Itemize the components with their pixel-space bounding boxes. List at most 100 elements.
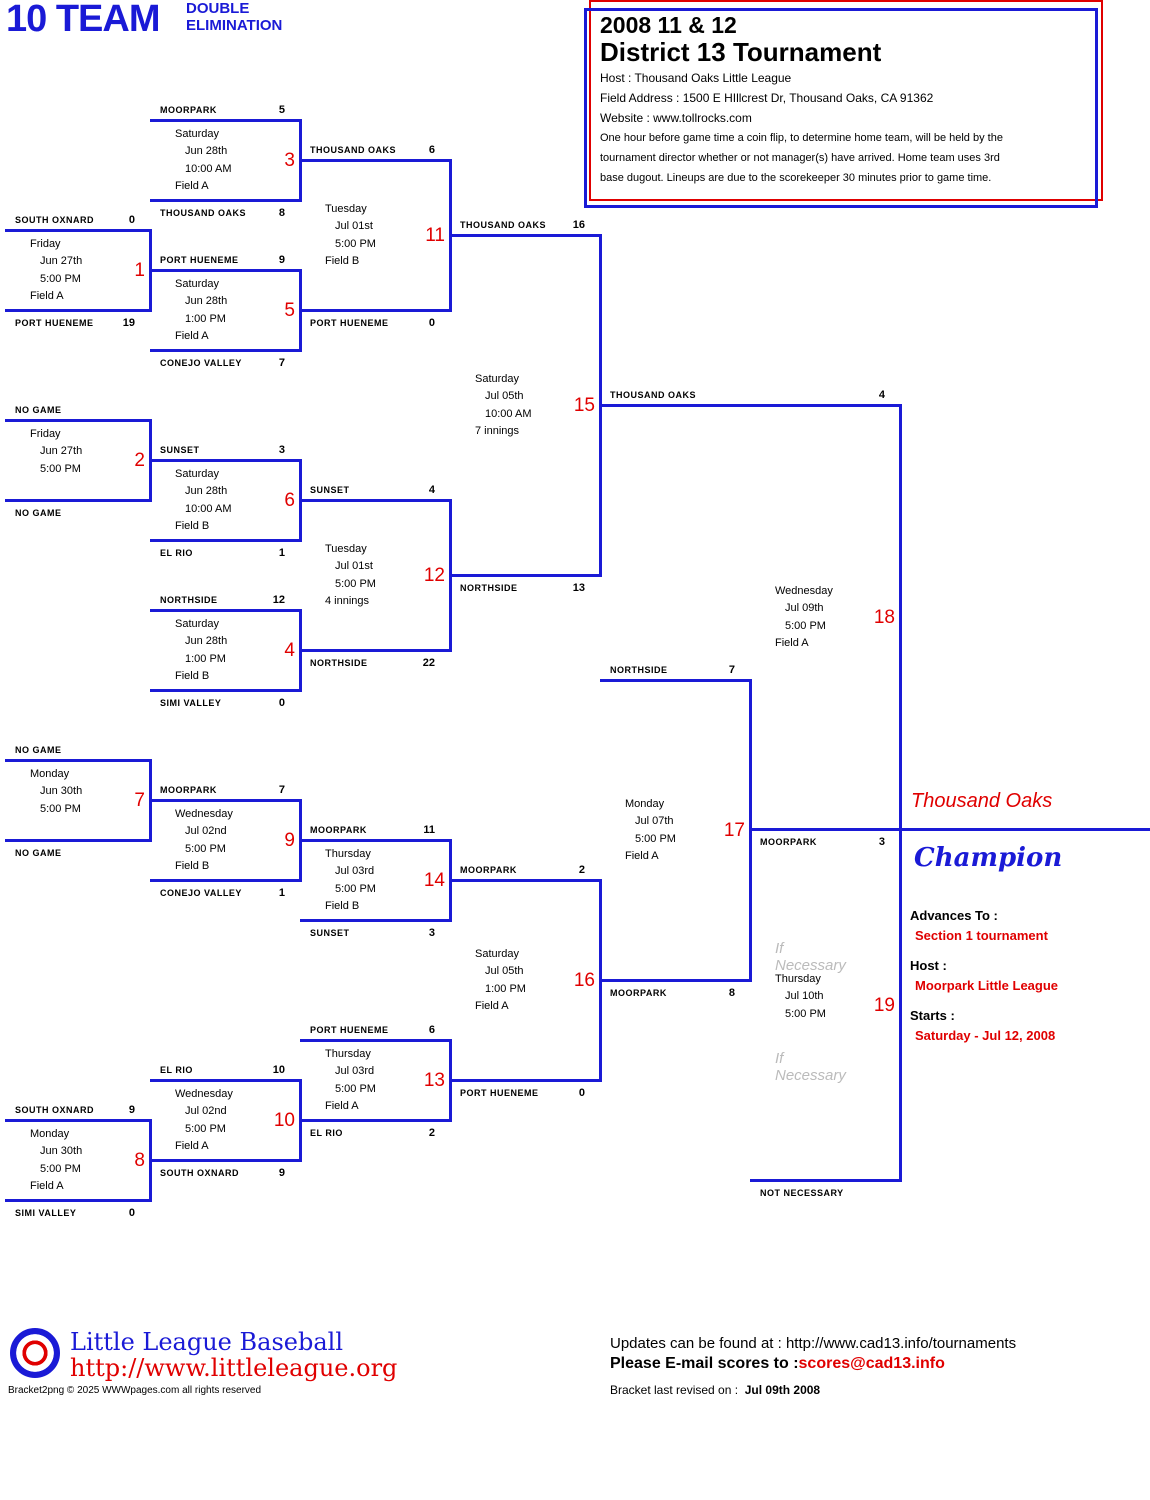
game-13-number: 13	[423, 1070, 445, 1091]
game-19-schedule-line: Jul 10th	[785, 990, 824, 1003]
next-host-value: Moorpark Little League	[915, 978, 1059, 993]
game-13-top-team: PORT HUENEME	[310, 1025, 389, 1035]
game-10-bottom-line	[150, 1159, 302, 1162]
game-10-schedule-line: Wednesday	[175, 1088, 233, 1100]
game-2-schedule-line: Jun 27th	[40, 445, 83, 458]
game-17-number: 17	[723, 820, 745, 841]
email-prefix: Please E-mail scores to :	[610, 1355, 799, 1372]
game-9-schedule-line: Jul 02nd	[185, 825, 227, 838]
game-18-number: 18	[873, 607, 895, 628]
game-8-connector	[149, 1119, 152, 1201]
game-5-top-team: PORT HUENEME	[160, 255, 239, 265]
game-12-schedule-line: Tuesday	[325, 543, 367, 555]
game-12-bottom-line	[300, 649, 452, 652]
game-15-schedule-line: Saturday	[475, 373, 520, 385]
game-1-top-line	[5, 229, 152, 232]
game-11-schedule-line: Tuesday	[325, 203, 367, 215]
game-5-bottom-team: CONEJO VALLEY	[160, 358, 242, 368]
game-6-top-team: SUNSET	[160, 445, 200, 455]
game-15-top-team: THOUSAND OAKS	[460, 220, 547, 230]
game-11-schedule-line: Jul 01st	[335, 220, 373, 233]
game-18-bottom-team: MOORPARK	[760, 837, 817, 847]
game-17-bottom-score: 8	[728, 987, 735, 999]
game-2-bottom-line	[5, 499, 152, 502]
game-16-top-line	[450, 879, 602, 882]
updates-line: Updates can be found at : http://www.cad…	[610, 1335, 1017, 1352]
game-2-schedule-line: Friday	[30, 428, 61, 440]
game-12-top-score: 4	[428, 484, 435, 496]
game-19-bottom-line	[750, 1179, 902, 1182]
game-1-schedule-line: Field A	[30, 289, 64, 302]
revised-date: Jul 09th 2008	[744, 1383, 821, 1397]
game-8-number: 8	[134, 1150, 145, 1171]
game-9-bottom-score: 1	[278, 887, 285, 899]
game-6-top-score: 3	[278, 444, 285, 456]
game-13-schedule-line: 5:00 PM	[335, 1082, 376, 1095]
game-5-schedule-line: Field A	[175, 329, 209, 342]
game-3-schedule-line: Field A	[175, 179, 209, 192]
game-5-top-line	[150, 269, 302, 272]
game-12-schedule-line: 4 innings	[325, 594, 370, 607]
game-11-top-line	[300, 159, 452, 162]
game-6-bottom-line	[150, 539, 302, 542]
org-url-link[interactable]: http://www.littleleague.org	[70, 1354, 398, 1382]
org-name: Little League Baseball	[70, 1328, 343, 1356]
game-17-top-line	[600, 679, 752, 682]
game-19-schedule-line: Thursday	[775, 973, 821, 985]
game-8-bottom-team: SIMI VALLEY	[15, 1208, 77, 1218]
bracket-type-label: DOUBLE ELIMINATION	[186, 0, 282, 34]
game-19-number: 19	[873, 995, 895, 1016]
game-14-schedule-line: Field B	[325, 899, 360, 912]
game-18-bottom-line	[750, 828, 902, 831]
game-9-bottom-team: CONEJO VALLEY	[160, 888, 242, 898]
game-8-bottom-line	[5, 1199, 152, 1202]
game-9-top-score: 7	[278, 784, 285, 796]
game-5-top-score: 9	[278, 254, 285, 266]
game-17-bottom-line	[600, 979, 752, 982]
game-7-schedule-line: Jun 30th	[40, 785, 83, 798]
bracket-type-line1: DOUBLE	[186, 0, 250, 17]
game-3-top-score: 5	[278, 104, 285, 116]
game-19-bottom-team: NOT NECESSARY	[760, 1188, 844, 1198]
game-13-schedule-line: Field A	[325, 1099, 359, 1112]
game-16-bottom-team: PORT HUENEME	[460, 1088, 539, 1098]
game-4-schedule-line: Field B	[175, 669, 210, 682]
game-3-schedule-line: Saturday	[175, 128, 220, 140]
game-15-bottom-score: 13	[572, 582, 585, 594]
game-15-bottom-team: NORTHSIDE	[460, 583, 518, 593]
game-19-connector	[899, 828, 902, 1181]
game-16-schedule-line: 1:00 PM	[485, 982, 526, 995]
game-3-bottom-team: THOUSAND OAKS	[160, 208, 247, 218]
game-1-bottom-score: 19	[122, 317, 135, 329]
game-5-schedule-line: Jun 28th	[185, 295, 228, 308]
game-13-bottom-team: EL RIO	[310, 1128, 343, 1138]
year-division: 2008 11 & 12	[600, 12, 737, 38]
game-16-number: 16	[573, 970, 595, 991]
copyright: Bracket2png © 2025 WWWpages.com all righ…	[8, 1385, 262, 1396]
little-league-logo-icon	[10, 1328, 60, 1378]
game-9-top-line	[150, 799, 302, 802]
game-3-top-team: MOORPARK	[160, 105, 217, 115]
game-19-schedule-line: 5:00 PM	[785, 1007, 826, 1020]
game-3-schedule-line: 10:00 AM	[185, 162, 232, 175]
game-12-top-line	[300, 499, 452, 502]
game-10-schedule-line: 5:00 PM	[185, 1122, 226, 1135]
game-1-schedule-line: Friday	[30, 238, 61, 250]
email-line: Please E-mail scores to :scores@cad13.in…	[610, 1355, 945, 1373]
game-10-top-score: 10	[272, 1064, 285, 1076]
website-line: Website : www.tollrocks.com	[600, 111, 752, 125]
game-13-schedule-line: Jul 03rd	[335, 1065, 375, 1078]
email-link[interactable]: scores@cad13.info	[798, 1355, 945, 1372]
game-16-bottom-line	[450, 1079, 602, 1082]
game-6-number: 6	[284, 490, 295, 511]
game-2-schedule-line: 5:00 PM	[40, 462, 81, 475]
game-1-schedule-line: Jun 27th	[40, 255, 83, 268]
game-16-top-team: MOORPARK	[460, 865, 517, 875]
